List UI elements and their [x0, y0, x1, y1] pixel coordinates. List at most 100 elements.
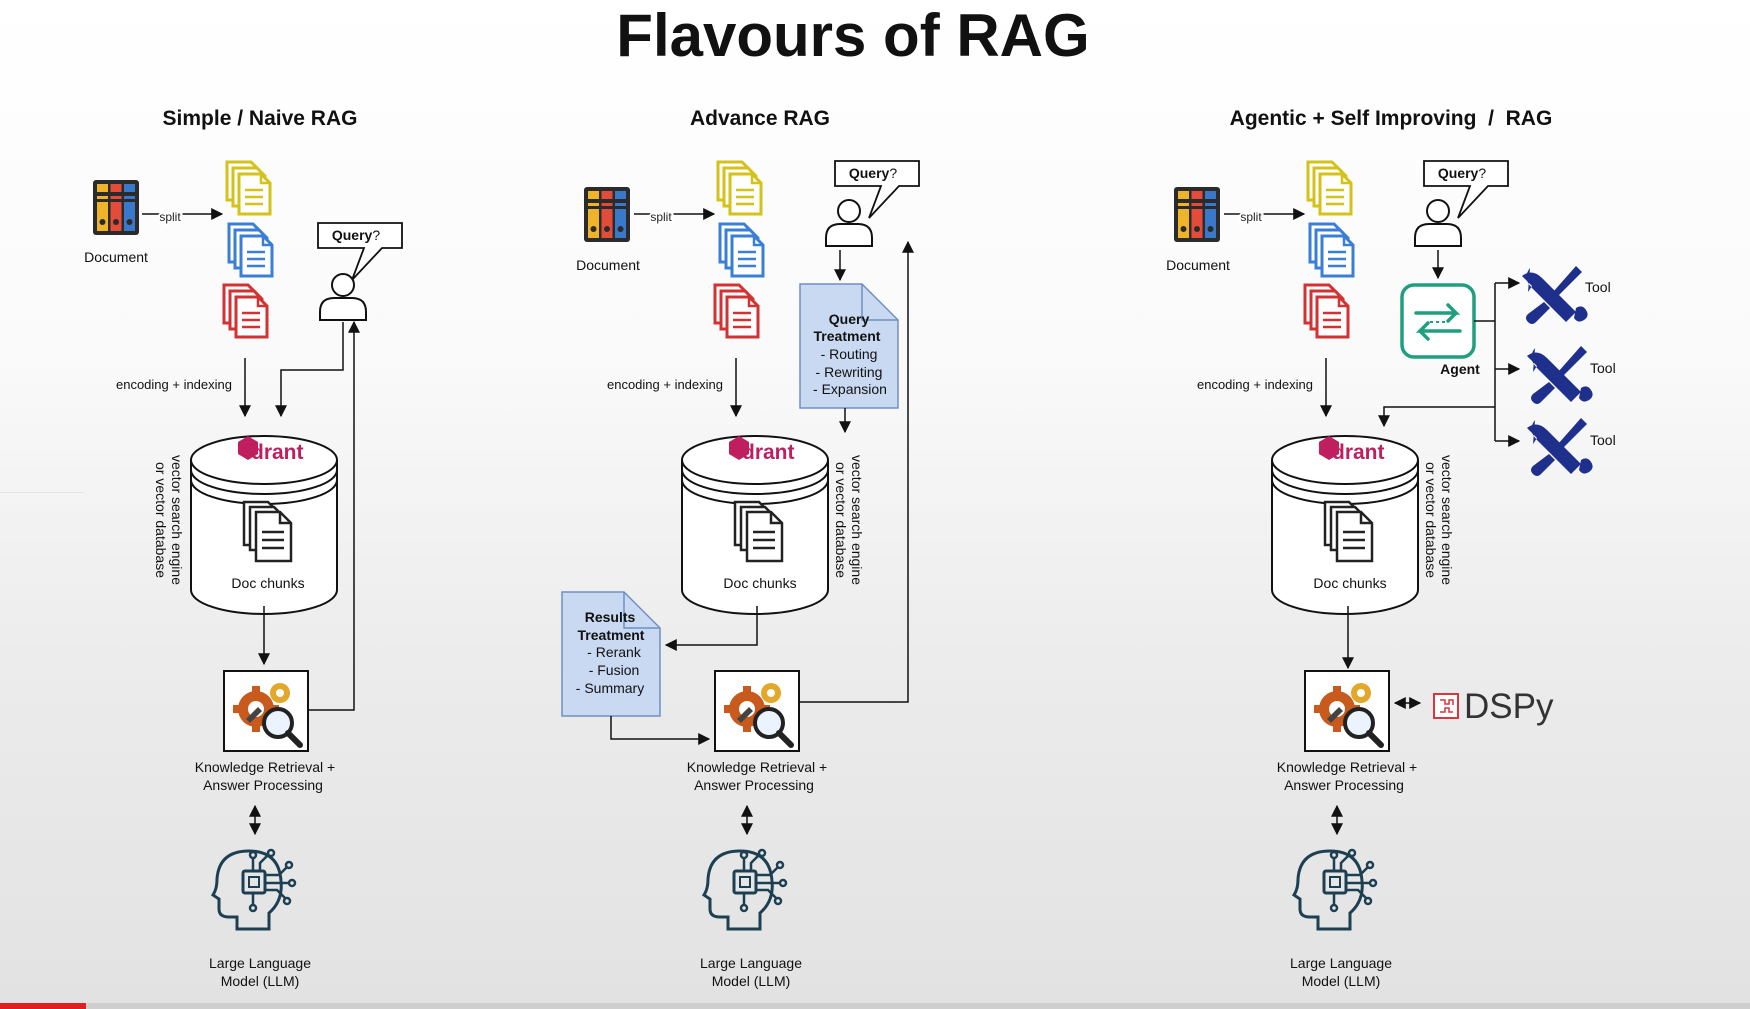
query-to-db-arrow	[275, 322, 344, 418]
rt-item: - Rerank	[587, 644, 642, 660]
query-label: Query?	[1438, 165, 1486, 181]
qdrant-logo-text: drant	[742, 441, 795, 464]
kr-label-line2: Answer Processing	[694, 777, 814, 793]
encoding-label: encoding + indexing	[116, 377, 232, 392]
document-label: Document	[1166, 257, 1230, 273]
db-side-label-line1: vector search engine	[849, 455, 865, 585]
agent-label: Agent	[1440, 361, 1480, 377]
kr-label-line2: Answer Processing	[203, 777, 323, 793]
document-binder-icon	[584, 187, 630, 242]
slide-edge-line	[0, 858, 84, 859]
qt-title-line2: Treatment	[814, 328, 881, 344]
knowledge-retrieval-icon	[715, 671, 799, 751]
rt-title-line2: Treatment	[578, 627, 645, 643]
panel-simple-rag: Simple / Naive RAG Document split encodi…	[84, 107, 403, 989]
encoding-label: encoding + indexing	[607, 377, 723, 392]
llm-head-icon	[211, 848, 297, 931]
document-binder-icon	[1174, 187, 1220, 242]
qt-item: - Expansion	[813, 381, 887, 397]
db-side-label-line1: vector search engine	[169, 455, 185, 585]
llm-label-line2: Model (LLM)	[712, 973, 791, 989]
panel-advance-rag: Advance RAG Document split encoding + in…	[561, 107, 920, 989]
tool-icon	[1527, 418, 1593, 476]
video-progress-track[interactable]	[0, 1003, 1750, 1009]
agent-icon	[1400, 283, 1476, 359]
red-document-icon	[713, 283, 760, 339]
query-label: Query?	[332, 227, 380, 243]
blue-document-icon	[718, 222, 765, 278]
slide-edge-line	[0, 492, 84, 493]
encoding-label: encoding + indexing	[1197, 377, 1313, 392]
tool-icon	[1522, 266, 1588, 324]
blue-document-icon	[227, 222, 274, 278]
yellow-document-icon	[1306, 160, 1353, 216]
llm-label-line1: Large Language	[209, 955, 311, 971]
answer-to-user-arrow	[308, 320, 360, 711]
tool-label: Tool	[1590, 360, 1616, 376]
red-document-icon	[222, 283, 269, 339]
video-progress-fill	[0, 1003, 86, 1009]
qdrant-logo: drant	[1319, 436, 1385, 464]
db-side-label-line2: or vector database	[1423, 462, 1439, 578]
qdrant-logo-text: drant	[251, 441, 304, 464]
dspy-logo: DSPy	[1433, 687, 1554, 726]
rt-item: - Fusion	[589, 662, 640, 678]
results-treatment-to-kr-arrow	[610, 716, 711, 745]
qdrant-logo: drant	[729, 436, 795, 464]
panel-heading: Advance RAG	[690, 107, 830, 130]
panel-heading: Agentic + Self Improving / RAG	[1230, 107, 1553, 130]
tool-icon	[1527, 346, 1593, 404]
kr-label-line1: Knowledge Retrieval +	[195, 759, 335, 775]
llm-head-icon	[1292, 848, 1378, 931]
yellow-document-icon	[225, 160, 272, 216]
qt-item: - Rewriting	[816, 364, 883, 380]
document-label: Document	[576, 257, 640, 273]
db-to-results-treatment-arrow	[664, 606, 758, 651]
red-document-icon	[1303, 283, 1350, 339]
blue-document-icon	[1308, 222, 1355, 278]
kr-label-line1: Knowledge Retrieval +	[1277, 759, 1417, 775]
db-side-label-line2: or vector database	[153, 462, 169, 578]
qt-title-line1: Query	[829, 311, 870, 327]
qdrant-logo-text: drant	[1332, 441, 1385, 464]
panel-agentic-rag: Agentic + Self Improving / RAG Document …	[1166, 107, 1616, 989]
user-icon	[319, 273, 367, 321]
rt-item: - Summary	[576, 680, 644, 696]
knowledge-retrieval-icon	[1305, 671, 1389, 751]
user-icon	[825, 199, 873, 247]
kr-label-line1: Knowledge Retrieval +	[687, 759, 827, 775]
rt-title-line1: Results	[585, 609, 636, 625]
llm-head-icon	[702, 848, 788, 931]
split-label: split	[159, 210, 181, 224]
kr-label-line2: Answer Processing	[1284, 777, 1404, 793]
slide-title: Flavours of RAG	[616, 2, 1089, 69]
query-label: Query?	[849, 165, 897, 181]
tool-label: Tool	[1590, 432, 1616, 448]
db-side-label-line1: vector search engine	[1439, 455, 1455, 585]
llm-label-line2: Model (LLM)	[221, 973, 300, 989]
panel-heading: Simple / Naive RAG	[163, 107, 358, 130]
qt-item: - Routing	[821, 346, 878, 362]
answer-to-user-arrow	[799, 240, 914, 703]
user-icon	[1414, 199, 1462, 247]
query-treatment-box: Query Treatment - Routing - Rewriting - …	[799, 283, 899, 409]
llm-label-line2: Model (LLM)	[1302, 973, 1381, 989]
doc-chunks-label: Doc chunks	[723, 575, 796, 591]
split-label: split	[650, 210, 672, 224]
results-treatment-box: Results Treatment - Rerank - Fusion - Su…	[561, 591, 661, 717]
document-binder-icon	[93, 180, 139, 235]
split-label: split	[1240, 210, 1262, 224]
document-label: Document	[84, 249, 148, 265]
knowledge-retrieval-icon	[224, 671, 308, 751]
agent-to-db-arrow	[1378, 406, 1495, 428]
doc-chunks-label: Doc chunks	[1313, 575, 1386, 591]
db-side-label-line2: or vector database	[833, 462, 849, 578]
llm-label-line1: Large Language	[1290, 955, 1392, 971]
llm-label-line1: Large Language	[700, 955, 802, 971]
dspy-label: DSPy	[1464, 687, 1554, 726]
doc-chunks-label: Doc chunks	[231, 575, 304, 591]
yellow-document-icon	[716, 160, 763, 216]
tool-label: Tool	[1585, 279, 1611, 295]
qdrant-logo: drant	[238, 436, 304, 464]
